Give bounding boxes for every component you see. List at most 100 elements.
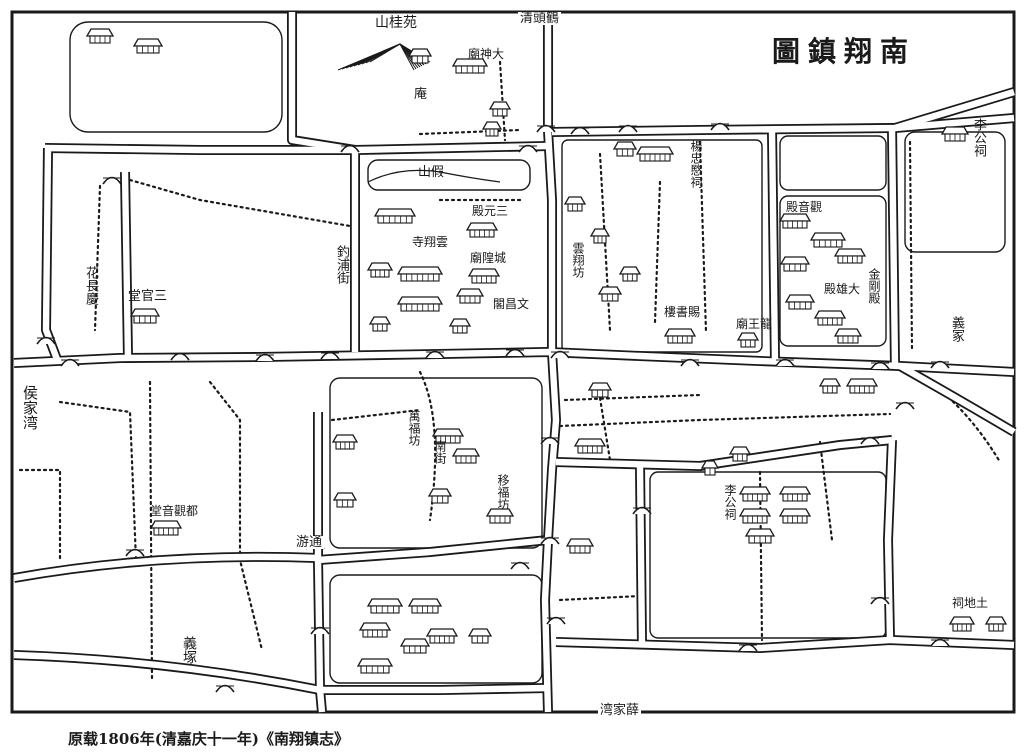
building-body — [370, 605, 400, 614]
building-icon — [833, 328, 863, 344]
bridge-icon — [36, 336, 56, 345]
building-icon — [809, 232, 847, 248]
building-body — [431, 495, 449, 504]
building-icon — [465, 222, 499, 238]
bridge-icon — [775, 358, 795, 367]
bridge-icon — [860, 436, 880, 445]
building-icon — [663, 328, 697, 344]
building-roof — [366, 262, 394, 271]
building-roof — [455, 288, 485, 297]
label-du-guan-yin-tang: 堂音觀都 — [150, 504, 199, 518]
bridge-icon — [930, 638, 950, 647]
building-body — [616, 148, 634, 157]
building-body — [601, 293, 619, 302]
building-roof — [728, 446, 752, 455]
building-body — [577, 445, 603, 454]
building-roof — [984, 616, 1008, 625]
building-body — [372, 323, 388, 332]
footpath-dotted — [128, 178, 352, 228]
bridge-icon — [618, 124, 638, 133]
building-body — [411, 605, 439, 614]
building-roof — [488, 101, 512, 110]
building-icon — [778, 508, 812, 524]
building-roof — [784, 294, 816, 303]
building-body — [153, 527, 179, 536]
building-body — [822, 385, 838, 394]
label-tu-di-ci: 祠地土 — [952, 596, 989, 610]
building-roof — [85, 28, 115, 37]
label-hou-jia-wan: 侯家湾 — [20, 385, 39, 430]
building-icon — [485, 508, 515, 524]
building-icon — [728, 446, 752, 462]
building-icon — [589, 228, 611, 244]
building-body — [742, 515, 768, 524]
building-roof — [366, 598, 404, 607]
building-body — [813, 239, 843, 248]
building-roof — [399, 638, 431, 647]
building-icon — [399, 638, 431, 654]
building-body — [742, 493, 768, 502]
bridge-icon — [632, 506, 652, 515]
buildings — [85, 28, 1008, 674]
label-yi-zhong-east: 義冢 — [949, 316, 964, 342]
building-roof — [612, 141, 638, 150]
bridge-icon — [738, 643, 758, 652]
building-icon — [427, 488, 453, 504]
building-icon — [451, 448, 481, 464]
canal-water — [42, 147, 61, 364]
footpath-dotted — [698, 140, 708, 334]
building-body — [732, 453, 748, 462]
building-roof — [467, 628, 493, 637]
bridge-icon — [710, 122, 730, 131]
building-icon — [132, 38, 164, 54]
footpath-dotted — [758, 470, 764, 642]
building-icon — [358, 622, 392, 638]
building-icon — [467, 628, 493, 644]
building-icon — [940, 126, 970, 142]
building-roof — [396, 296, 444, 305]
building-icon — [845, 378, 879, 394]
bridge-icon — [930, 360, 950, 369]
canal-water — [13, 553, 319, 582]
canal-water — [636, 465, 646, 646]
building-roof — [813, 310, 847, 319]
footpath-dotted — [148, 380, 154, 682]
footpath-dotted — [18, 468, 62, 562]
building-icon — [573, 438, 607, 454]
label-ci-shu-lou: 樓書賜 — [664, 305, 701, 319]
rockery-stroke — [399, 43, 415, 71]
building-body — [455, 65, 485, 74]
label-shan-gui-yuan: 山桂苑 — [375, 15, 417, 31]
building-icon — [129, 308, 161, 324]
building-icon — [366, 262, 394, 278]
building-icon — [738, 508, 772, 524]
canal-water — [541, 12, 560, 713]
building-icon — [85, 28, 115, 44]
label-da-shen-miao: 廟神大 — [468, 47, 505, 61]
building-body — [336, 499, 354, 508]
building-icon — [425, 628, 459, 644]
building-body — [782, 220, 808, 229]
bridge-icon — [310, 626, 330, 635]
bridge-icon — [60, 358, 80, 367]
building-roof — [373, 208, 417, 217]
label-li-gong-ci-south: 李公祠 — [723, 484, 737, 520]
canal-water — [894, 88, 1015, 132]
footpath-dotted — [598, 396, 612, 462]
block-outline — [779, 135, 887, 191]
building-roof — [597, 286, 623, 295]
bridge-icon — [320, 351, 340, 360]
building-roof — [845, 378, 879, 387]
building-roof — [356, 658, 394, 667]
building-roof — [833, 328, 863, 337]
footpath-dotted — [653, 180, 662, 324]
building-roof — [331, 434, 359, 443]
building-body — [429, 635, 455, 644]
label-yun-xiang-si: 寺翔雲 — [412, 235, 449, 249]
building-roof — [425, 628, 459, 637]
footpath-dotted — [58, 400, 138, 562]
canal-water — [13, 651, 321, 694]
building-icon — [396, 296, 444, 312]
canal-water — [888, 127, 899, 367]
